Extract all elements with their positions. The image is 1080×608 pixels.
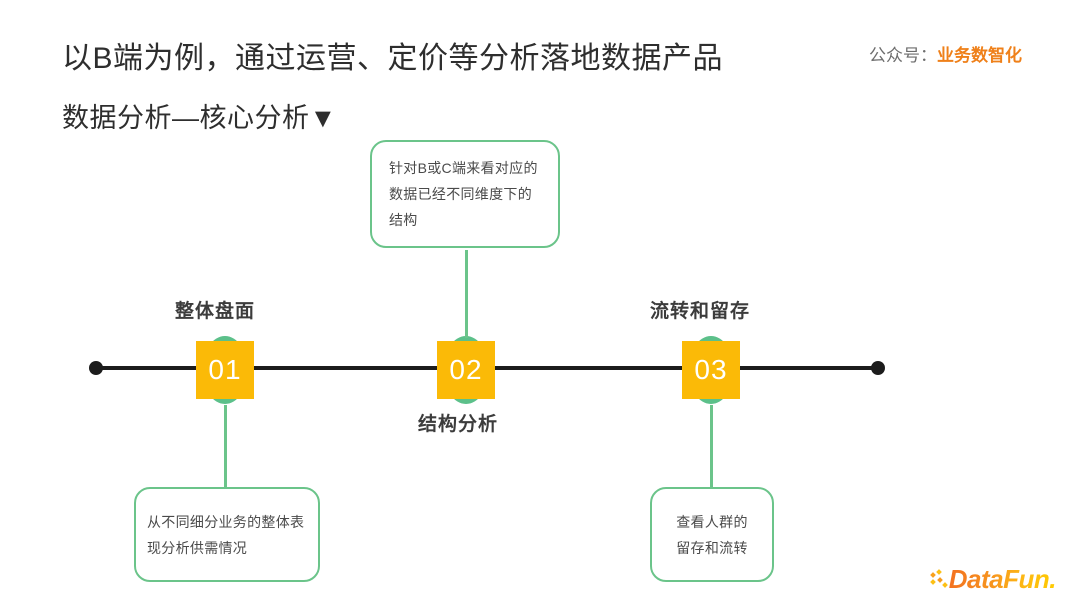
callout-stage-02: 针对B或C端来看对应的数据已经不同维度下的结构 [370, 140, 560, 248]
page-title: 以B端为例，通过运营、定价等分析落地数据产品 [62, 42, 724, 75]
datafun-dots-icon [929, 569, 948, 588]
connector-line-01 [224, 405, 227, 488]
datafun-logo-text: DataFun. [948, 564, 1057, 594]
timeline-end-dot [871, 361, 885, 375]
callout-text-03: 查看人群的留存和流转 [676, 513, 748, 556]
timeline-marker-02[interactable]: 02 [437, 336, 495, 404]
connector-line-02 [465, 250, 468, 338]
timeline-marker-01[interactable]: 01 [196, 336, 254, 404]
marker-number-01: 01 [196, 341, 254, 399]
timeline-start-dot [89, 361, 103, 375]
callout-stage-03: 查看人群的留存和流转 [650, 487, 774, 582]
callout-text-02: 针对B或C端来看对应的数据已经不同维度下的结构 [389, 160, 538, 228]
wechat-account-block: 公众号： 业务数智化 [869, 44, 1022, 68]
timeline-marker-03[interactable]: 03 [682, 336, 740, 404]
callout-text-01: 从不同细分业务的整体表现分析供需情况 [147, 513, 305, 556]
marker-number-03: 03 [682, 341, 740, 399]
wechat-account-name: 业务数智化 [937, 46, 1022, 65]
stage-caption-01: 整体盘面 [175, 301, 256, 322]
callout-stage-01: 从不同细分业务的整体表现分析供需情况 [134, 487, 320, 582]
page-subtitle: 数据分析—核心分析▼ [62, 103, 337, 133]
connector-line-03 [710, 405, 713, 488]
stage-caption-03: 流转和留存 [650, 301, 751, 322]
wechat-account-label: 公众号： [869, 46, 937, 65]
datafun-logo: DataFun. [929, 564, 1057, 594]
marker-number-02: 02 [437, 341, 495, 399]
stage-caption-02: 结构分析 [418, 414, 499, 435]
